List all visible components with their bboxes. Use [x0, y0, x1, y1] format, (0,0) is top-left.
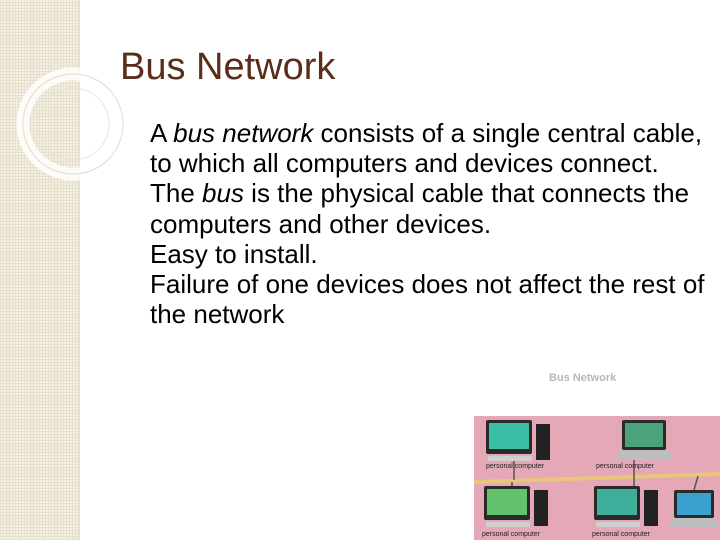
drop-cable [693, 475, 699, 491]
bullet-text: Easy to install. [150, 238, 318, 269]
band-divider [79, 0, 80, 540]
laptop-icon [614, 420, 674, 460]
computer-icon [484, 486, 548, 527]
bullet-list: A bus network consists of a single centr… [130, 118, 720, 329]
laptop-icon [668, 490, 720, 528]
computer-label: personal computer [482, 531, 541, 538]
bullet-item: Failure of one devices does not affect t… [130, 269, 720, 329]
computer-label: personal computer [596, 463, 655, 470]
computer-label: personal computer [592, 531, 651, 538]
network-diagram: personal computer personal computer pers… [474, 420, 720, 538]
figure-caption: Bus Network [549, 372, 617, 384]
bullet-text: Failure of one devices does not affect t… [150, 269, 705, 330]
bus-cable [474, 472, 720, 484]
decorative-circles [16, 67, 130, 181]
drop-cables [511, 456, 635, 504]
bullet-item: Easy to install. [130, 239, 720, 269]
bullet-item: A bus network consists of a single centr… [130, 118, 720, 178]
computer-icon [486, 420, 550, 461]
bullet-emphasis: bus network [173, 118, 314, 148]
slide-title: Bus Network [120, 46, 336, 88]
computer-label: personal computer [486, 463, 545, 470]
computer-icon [594, 486, 658, 527]
bullet-item: The bus is the physical cable that conne… [130, 178, 720, 238]
bullet-emphasis: bus [202, 178, 244, 209]
bullet-text: A [150, 118, 174, 148]
bus-network-illustration: personal computer personal computer pers… [474, 416, 720, 540]
bullet-text: consists of a single central cable, to w… [150, 118, 703, 179]
bullet-text: The [150, 178, 203, 209]
bullet-text: is the physical cable that connects the … [150, 178, 690, 239]
